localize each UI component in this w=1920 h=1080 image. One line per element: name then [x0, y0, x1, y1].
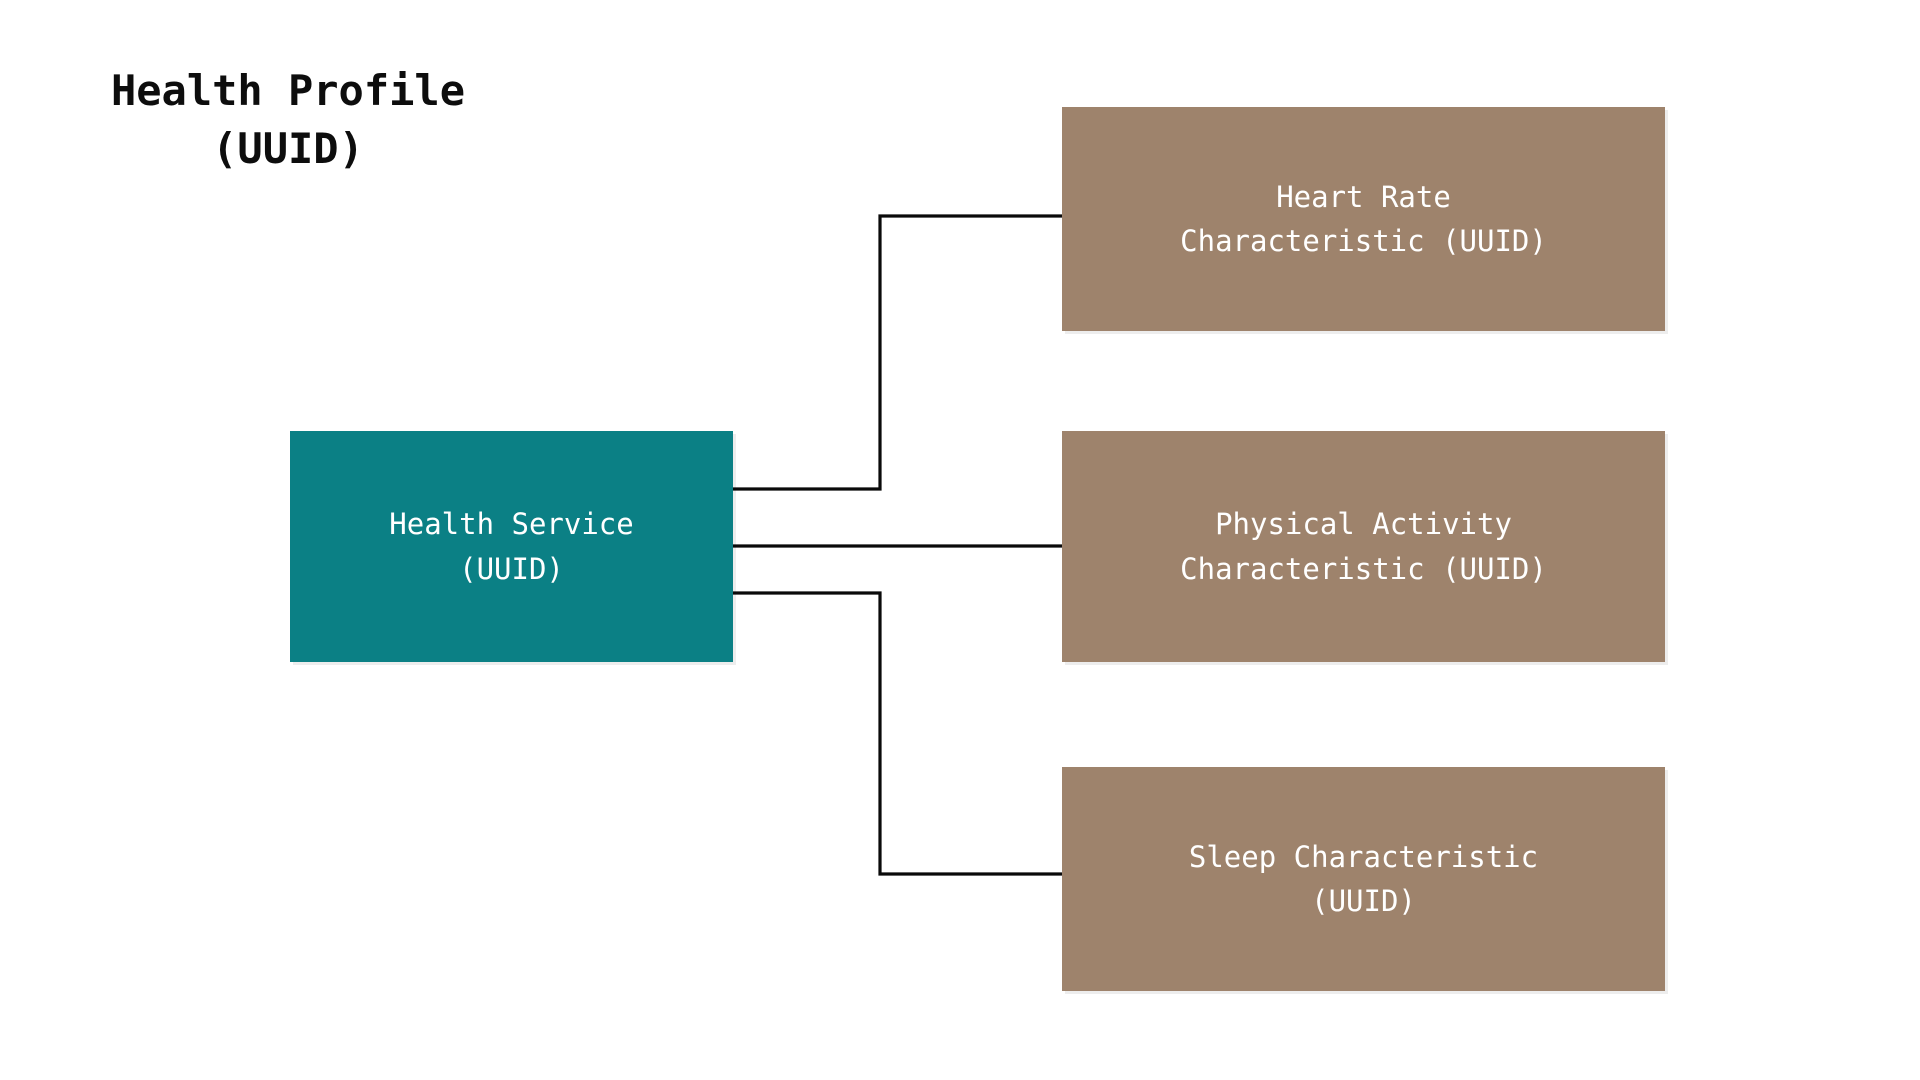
edge-service-to-sleep: [733, 591, 1062, 876]
edge-service-to-heart-rate: [733, 214, 1062, 491]
node-heart-rate-characteristic[interactable]: Heart Rate Characteristic (UUID): [1062, 107, 1665, 331]
page-title: Health Profile (UUID): [110, 66, 465, 173]
node-health-service[interactable]: Health Service (UUID): [290, 431, 733, 662]
node-sleep-characteristic[interactable]: Sleep Characteristic (UUID): [1062, 767, 1665, 991]
node-physical-activity-characteristic[interactable]: Physical Activity Characteristic (UUID): [1062, 431, 1665, 662]
